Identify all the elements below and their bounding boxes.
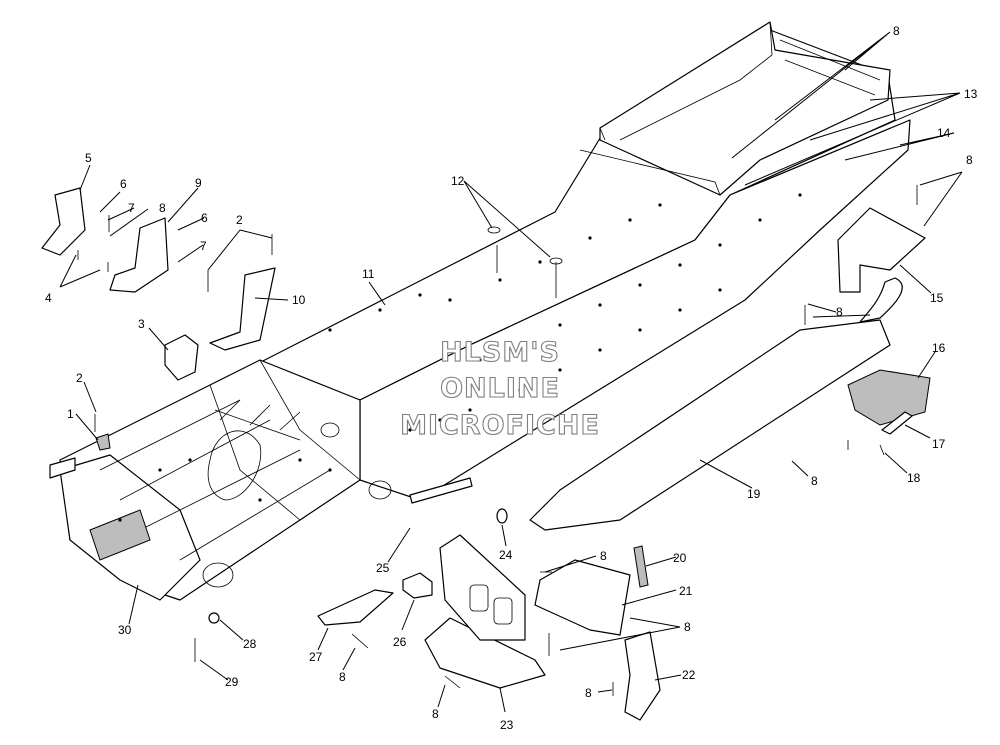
callout-8: 8 [432, 707, 439, 721]
callout-2: 2 [76, 371, 83, 385]
plate-23 [424, 617, 546, 689]
callout-20: 20 [673, 551, 687, 565]
clip-1 [95, 433, 111, 451]
callout-2: 2 [236, 213, 243, 227]
watermark-line-3: MICROFICHE [400, 410, 600, 441]
block-26 [402, 572, 433, 599]
block-3 [164, 334, 199, 381]
tube-25 [409, 477, 473, 504]
heat-shield-21 [534, 559, 631, 636]
callout-6: 6 [201, 211, 208, 225]
callout-29: 29 [225, 675, 239, 689]
callout-12: 12 [451, 174, 465, 188]
callout-23: 23 [500, 718, 514, 732]
callout-26: 26 [393, 635, 407, 649]
plate-27 [317, 589, 394, 626]
callout-8: 8 [893, 24, 900, 38]
watermark-line-1: HLSM'S [440, 337, 560, 368]
strip-17 [881, 411, 913, 435]
callout-6: 6 [120, 177, 127, 191]
callout-7: 7 [200, 239, 207, 253]
watermark-line-2: ONLINE [440, 373, 560, 404]
callout-7: 7 [128, 201, 135, 215]
callout-27: 27 [309, 650, 323, 664]
callout-8: 8 [811, 474, 818, 488]
bracket-10 [209, 267, 276, 351]
running-board-19 [529, 319, 891, 531]
callout-13: 13 [964, 87, 978, 101]
callout-10: 10 [292, 293, 306, 307]
callout-8: 8 [836, 305, 843, 319]
callout-4: 4 [45, 291, 52, 305]
callout-17: 17 [932, 437, 946, 451]
strap-20 [633, 545, 649, 588]
washer-28 [208, 612, 220, 624]
callout-8: 8 [339, 670, 346, 684]
callout-8: 8 [684, 620, 691, 634]
callout-11: 11 [362, 267, 375, 281]
callout-19: 19 [747, 487, 761, 501]
bolt-24 [496, 508, 508, 524]
callout-16: 16 [932, 341, 946, 355]
callout-9: 9 [195, 176, 202, 190]
plate-15 [837, 207, 926, 293]
callout-labels: 1 2 2 3 4 5 6 6 7 7 8 8 8 8 8 8 8 8 8 8 … [45, 24, 978, 732]
callout-21: 21 [679, 584, 693, 598]
callout-22: 22 [682, 668, 696, 682]
callout-5: 5 [85, 151, 92, 165]
callout-14: 14 [937, 126, 951, 140]
callout-30: 30 [118, 623, 132, 637]
bracket-5 [41, 187, 86, 256]
exhaust-panel [439, 534, 526, 641]
leader-lines [59, 31, 963, 713]
bracket-22 [624, 631, 661, 721]
callout-15: 15 [930, 291, 944, 305]
callout-24: 24 [499, 548, 513, 562]
callout-25: 25 [376, 561, 390, 575]
callout-8: 8 [966, 153, 973, 167]
bolts [77, 185, 918, 696]
callout-8: 8 [585, 686, 592, 700]
callout-8: 8 [600, 549, 607, 563]
callout-18: 18 [907, 471, 921, 485]
bracket-9 [109, 217, 169, 293]
callout-28: 28 [243, 637, 257, 651]
watermark: HLSM'S ONLINE MICROFICHE [400, 336, 600, 441]
callout-1: 1 [67, 407, 74, 421]
callout-8: 8 [159, 201, 166, 215]
footrest-16 [847, 369, 931, 426]
tunnel-frame [49, 21, 911, 601]
callout-3: 3 [138, 317, 145, 331]
